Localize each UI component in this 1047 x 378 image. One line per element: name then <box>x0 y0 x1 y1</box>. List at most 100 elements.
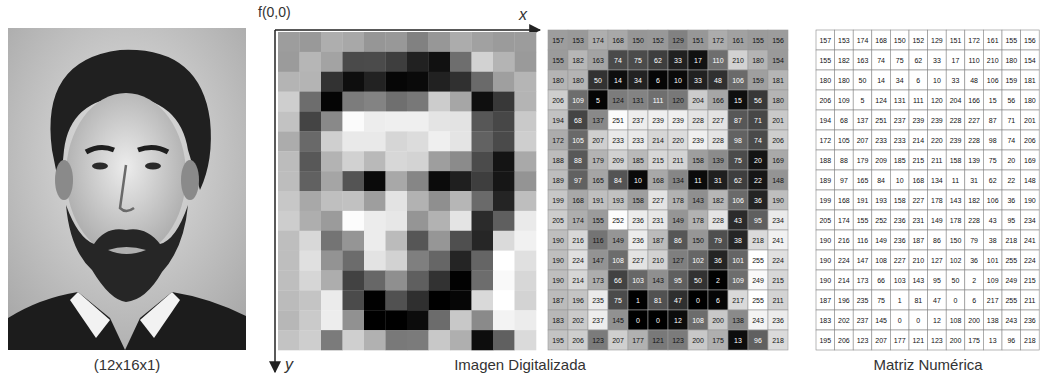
pixel-value: 43 <box>728 210 748 230</box>
pixel <box>872 290 891 310</box>
pixel <box>493 271 515 291</box>
matrix-value: 10 <box>928 70 947 90</box>
pixel <box>668 70 688 90</box>
pixel <box>450 310 472 330</box>
pixel-value: 143 <box>648 270 668 290</box>
matrix-value: 207 <box>872 330 891 350</box>
pixel-value: 218 <box>748 230 768 250</box>
pixel <box>548 130 568 150</box>
pixel-value: 241 <box>768 230 788 250</box>
pixel <box>386 231 408 251</box>
pixel-value: 88 <box>568 150 588 170</box>
pixel-value: 81 <box>648 290 668 310</box>
pixel <box>515 271 537 291</box>
pixel-value: 120 <box>668 90 688 110</box>
pixel-value: 56 <box>748 90 768 110</box>
pixel <box>965 150 984 170</box>
pixel <box>835 210 854 230</box>
pixel-value: 252 <box>608 210 628 230</box>
matrix-value: 204 <box>946 90 965 110</box>
matrix-value: 97 <box>835 170 854 190</box>
pixel-value: 237 <box>588 310 608 330</box>
pixel-value: 97 <box>568 170 588 190</box>
pixel <box>748 250 768 270</box>
pixel-value: 190 <box>548 250 568 270</box>
pixel <box>588 230 608 250</box>
pixel <box>1021 250 1040 270</box>
pixel <box>343 271 365 291</box>
pixel-value: 127 <box>668 250 688 270</box>
pixel-value: 5 <box>588 90 608 110</box>
pixel <box>946 230 965 250</box>
pixel <box>708 170 728 190</box>
pixel <box>343 211 365 231</box>
pixel-value: 251 <box>608 110 628 130</box>
pixel-value: 239 <box>648 110 668 130</box>
pixel <box>450 52 472 72</box>
pixel-value: 182 <box>568 50 588 70</box>
pixel-value: 157 <box>548 30 568 50</box>
matrix-value: 75 <box>983 150 1002 170</box>
pixel <box>321 310 343 330</box>
pixel-value: 228 <box>708 210 728 230</box>
pixel <box>386 72 408 92</box>
pixel <box>853 170 872 190</box>
pixel-value: 158 <box>628 190 648 210</box>
pixel <box>321 131 343 151</box>
pixel <box>835 150 854 170</box>
pixel <box>588 90 608 110</box>
pixel <box>568 70 588 90</box>
portrait <box>8 28 246 350</box>
matrix-value: 196 <box>835 290 854 310</box>
pixel <box>300 271 322 291</box>
matrix-value: 202 <box>835 310 854 330</box>
pixel <box>364 52 386 72</box>
pixel <box>364 171 386 191</box>
pixel <box>648 250 668 270</box>
matrix-value: 216 <box>835 230 854 250</box>
pixel <box>1021 130 1040 150</box>
pixel-value: 174 <box>568 210 588 230</box>
pixel <box>628 250 648 270</box>
matrix-value: 143 <box>946 190 965 210</box>
pixel <box>1021 290 1040 310</box>
pixel <box>515 32 537 52</box>
pixel <box>364 310 386 330</box>
pixel <box>608 270 628 290</box>
pixel <box>983 110 1002 130</box>
pixel <box>450 211 472 231</box>
pixel <box>278 251 300 271</box>
pixel <box>728 90 748 110</box>
pixel-value: 33 <box>668 50 688 70</box>
pixel <box>472 251 494 271</box>
pixel-value: 149 <box>668 210 688 230</box>
pixel <box>965 50 984 70</box>
pixel-value: 110 <box>708 50 728 70</box>
matrix-value: 233 <box>890 130 909 150</box>
y-axis <box>274 30 276 372</box>
pixel <box>835 230 854 250</box>
pixel <box>946 310 965 330</box>
pixel <box>568 110 588 130</box>
pixel <box>965 90 984 110</box>
pixel <box>548 230 568 250</box>
pixel <box>515 191 537 211</box>
matrix-value: 5 <box>853 90 872 110</box>
pixel <box>668 250 688 270</box>
matrix-value: 173 <box>853 270 872 290</box>
pixel <box>708 130 728 150</box>
pixel-value: 66 <box>608 270 628 290</box>
pixel <box>278 112 300 132</box>
pixel-value: 106 <box>728 70 748 90</box>
pixel <box>872 310 891 330</box>
pixel <box>450 171 472 191</box>
matrix-value: 210 <box>983 50 1002 70</box>
pixel <box>278 211 300 231</box>
pixel <box>728 130 748 150</box>
pixel <box>768 290 788 310</box>
x-axis <box>275 29 540 31</box>
pixel <box>628 50 648 70</box>
pixel <box>708 210 728 230</box>
pixel <box>965 110 984 130</box>
pixel-value: 207 <box>588 130 608 150</box>
